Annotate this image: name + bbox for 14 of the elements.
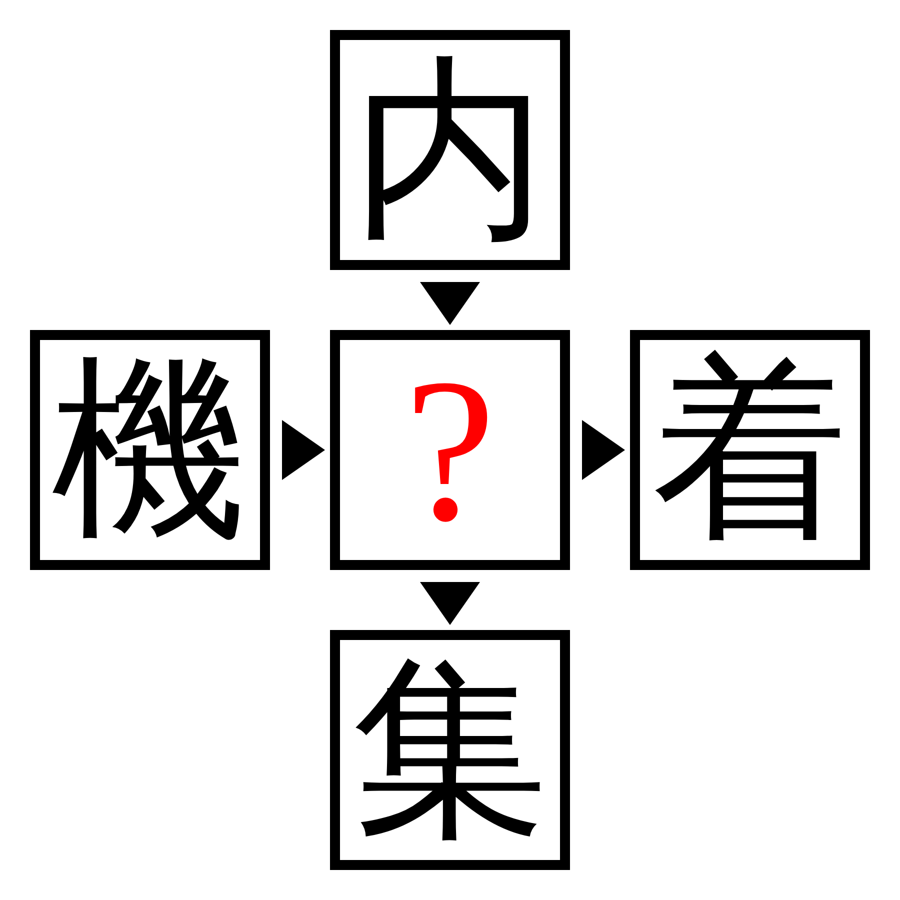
character: 着	[652, 352, 848, 548]
character-box	[30, 330, 270, 570]
arrow	[282, 420, 325, 480]
character-box	[330, 330, 570, 570]
arrow	[420, 282, 480, 325]
character-box	[330, 630, 570, 870]
character: 集	[352, 652, 548, 848]
character: 内	[352, 52, 548, 248]
arrow	[582, 420, 625, 480]
arrow	[420, 582, 480, 625]
character-box	[330, 30, 570, 270]
question-mark: ?	[404, 348, 496, 552]
character-box	[630, 330, 870, 570]
character: 機	[52, 352, 248, 548]
